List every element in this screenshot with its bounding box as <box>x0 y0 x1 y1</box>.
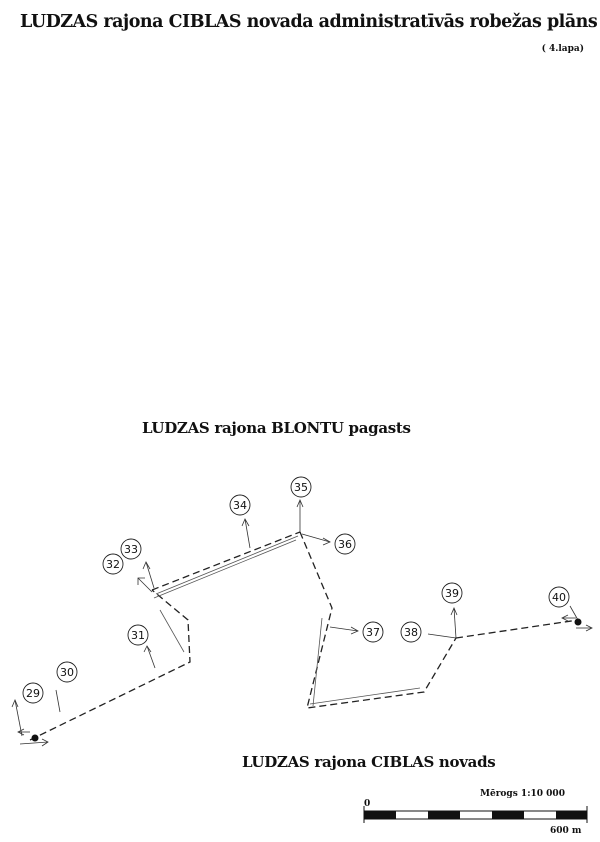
svg-text:30: 30 <box>60 666 74 679</box>
point-36: 36 <box>334 533 356 555</box>
svg-text:34: 34 <box>233 499 247 512</box>
end-marker-west <box>17 728 49 747</box>
boundary-segment-south-loop <box>299 531 457 709</box>
boundary-segment-west <box>29 589 191 741</box>
scale-end-label: 600 m <box>550 826 582 836</box>
scale-segment <box>364 811 396 819</box>
scale-start-label: 0 <box>364 799 371 809</box>
scale-segment <box>492 811 524 819</box>
svg-text:31: 31 <box>131 629 145 642</box>
point-30: 30 <box>56 661 78 683</box>
svg-text:39: 39 <box>445 587 459 600</box>
svg-text:40: 40 <box>552 591 566 604</box>
svg-text:29: 29 <box>26 687 40 700</box>
scale-segment <box>428 811 460 819</box>
svg-text:35: 35 <box>294 481 308 494</box>
svg-text:32: 32 <box>106 558 120 571</box>
region-label-south: LUDZAS rajona CIBLAS novads <box>242 753 496 771</box>
point-29: 29 <box>22 682 44 704</box>
region-label-north: LUDZAS rajona BLONTU pagasts <box>142 419 411 437</box>
end-marker-east <box>561 614 593 632</box>
point-35: 35 <box>290 476 312 498</box>
scale-segment <box>556 811 587 819</box>
point-33: 33 <box>120 538 142 560</box>
map-title: LUDZAS rajona CIBLAS novada administratī… <box>20 12 598 32</box>
svg-text:37: 37 <box>366 626 380 639</box>
point-31: 31 <box>127 624 149 646</box>
svg-text:38: 38 <box>404 626 418 639</box>
svg-text:36: 36 <box>338 538 352 551</box>
direction-arrows <box>11 498 579 737</box>
scale-title: Mērogs 1:10 000 <box>480 789 565 799</box>
boundary-segment-ridge <box>151 531 301 591</box>
boundary-segment-east <box>455 619 579 639</box>
boundary-line <box>29 531 579 741</box>
sheet-number: ( 4.lapa) <box>541 44 584 54</box>
point-32: 32 <box>102 553 124 575</box>
point-34: 34 <box>229 494 251 516</box>
point-38: 38 <box>400 621 422 643</box>
scale-bar <box>363 806 588 823</box>
svg-text:33: 33 <box>124 543 138 556</box>
point-40: 40 <box>548 586 570 608</box>
point-37: 37 <box>362 621 384 643</box>
boundary-hatching <box>153 535 421 707</box>
point-39: 39 <box>441 582 463 604</box>
point-markers: 29 30 31 32 33 34 35 36 37 38 39 40 <box>22 476 570 704</box>
